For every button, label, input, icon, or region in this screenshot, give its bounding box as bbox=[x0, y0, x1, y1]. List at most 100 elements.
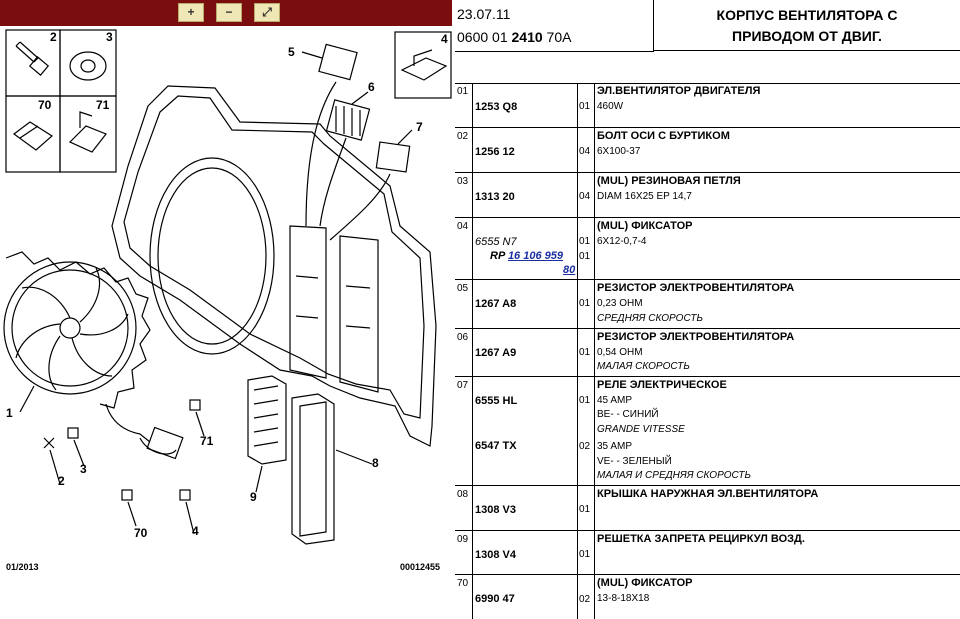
part-ref: 1256 12 bbox=[475, 146, 515, 158]
code-suffix: 70A bbox=[542, 29, 572, 45]
diagram-number: 00012455 bbox=[400, 562, 441, 572]
item-index: 07 bbox=[457, 380, 469, 391]
zoom-in-icon[interactable]: + bbox=[178, 3, 204, 22]
callout-5: 5 bbox=[288, 45, 295, 59]
part-detail-6: МАЛАЯ И СРЕДНЯЯ СКОРОСТЬ bbox=[597, 470, 752, 481]
callout-70: 70 bbox=[134, 526, 148, 540]
code-bold: 2410 bbox=[511, 29, 543, 45]
part-qty: 04 bbox=[579, 146, 591, 157]
item-index: 01 bbox=[457, 86, 469, 97]
table-row[interactable]: 07 6555 HL 01 РЕЛЕ ЭЛЕКТРИЧЕСКОЕ 45 AMP … bbox=[455, 377, 960, 486]
part-ref-2: 6547 TX bbox=[475, 440, 517, 452]
part-ref: 6555 HL bbox=[475, 395, 518, 407]
part-qty: 01 bbox=[579, 236, 591, 247]
part-ref: 1308 V4 bbox=[475, 549, 516, 561]
diagram-date: 01/2013 bbox=[6, 562, 39, 572]
part-name: ЭЛ.ВЕНТИЛЯТОР ДВИГАТЕЛЯ bbox=[597, 85, 761, 97]
page-title: КОРПУС ВЕНТИЛЯТОРА С ПРИВОДОМ ОТ ДВИГ. bbox=[654, 0, 960, 51]
item-index: 70 bbox=[457, 578, 469, 589]
item-index: 08 bbox=[457, 489, 469, 500]
callout-6: 6 bbox=[368, 80, 375, 94]
parts-table: 23.07.11 0600 01 2410 70A КОРПУС ВЕНТИЛЯ… bbox=[455, 0, 960, 619]
replacement-link-suffix[interactable]: 80 bbox=[563, 264, 576, 276]
callout-9: 9 bbox=[250, 490, 257, 504]
part-qty: 01 bbox=[579, 347, 591, 358]
callout-3: 3 bbox=[80, 462, 87, 476]
part-name: КРЫШКА НАРУЖНАЯ ЭЛ.ВЕНТИЛЯТОРА bbox=[597, 488, 819, 500]
item-index: 05 bbox=[457, 283, 469, 294]
callout-2-thumb: 2 bbox=[50, 30, 57, 44]
part-ref: 1267 A8 bbox=[475, 298, 517, 310]
table-row[interactable]: 04 6555 N7 01 (MUL) ФИКСАТОР 6X12-0,7-4 … bbox=[455, 218, 960, 280]
callout-8: 8 bbox=[372, 456, 379, 470]
part-ref: 1267 A9 bbox=[475, 347, 517, 359]
callout-3-thumb: 3 bbox=[106, 30, 113, 44]
table-row[interactable]: 03 1313 20 04 (MUL) РЕЗИНОВАЯ ПЕТЛЯ DIAM… bbox=[455, 173, 960, 218]
part-name: БОЛТ ОСИ С БУРТИКОМ bbox=[597, 130, 730, 142]
part-ref: 6555 N7 bbox=[475, 236, 517, 248]
part-detail: 6X12-0,7-4 bbox=[597, 236, 647, 247]
part-detail-2: СРЕДНЯЯ СКОРОСТЬ bbox=[597, 313, 703, 324]
part-detail-2: BE- - СИНИЙ bbox=[597, 409, 659, 420]
zoom-out-icon[interactable]: − bbox=[216, 3, 242, 22]
item-index: 04 bbox=[457, 221, 469, 232]
table-row[interactable]: 05 1267 A8 01 РЕЗИСТОР ЭЛЕКТРОВЕНТИЛЯТОР… bbox=[455, 280, 960, 329]
table-row[interactable]: 01 1253 Q8 01 ЭЛ.ВЕНТИЛЯТОР ДВИГАТЕЛЯ 46… bbox=[455, 83, 960, 128]
part-name: РЕЗИСТОР ЭЛЕКТРОВЕНТИЛЯТОРА bbox=[597, 331, 795, 343]
callout-71: 71 bbox=[200, 434, 214, 448]
callout-4-thumb: 4 bbox=[441, 32, 448, 46]
table-row[interactable]: 09 1308 V4 01 РЕШЕТКА ЗАПРЕТА РЕЦИРКУЛ В… bbox=[455, 531, 960, 575]
table-row[interactable]: 08 1308 V3 01 КРЫШКА НАРУЖНАЯ ЭЛ.ВЕНТИЛЯ… bbox=[455, 486, 960, 531]
part-qty: 01 bbox=[579, 298, 591, 309]
part-qty: 01 bbox=[579, 101, 591, 112]
header-date: 23.07.11 bbox=[457, 6, 511, 22]
table-row[interactable]: 06 1267 A9 01 РЕЗИСТОР ЭЛЕКТРОВЕНТИЛЯТОР… bbox=[455, 329, 960, 377]
thumb-clip-4 bbox=[394, 31, 452, 99]
replacement-ref: RP 16 106 959 bbox=[490, 250, 563, 262]
callout-7: 7 bbox=[416, 120, 423, 134]
title-line-1: КОРПУС ВЕНТИЛЯТОРА С bbox=[716, 7, 898, 23]
part-detail: 45 AMP bbox=[597, 395, 633, 406]
replacement-link-cont[interactable]: 80 bbox=[563, 264, 575, 276]
part-ref: 1308 V3 bbox=[475, 504, 516, 516]
item-index: 03 bbox=[457, 176, 469, 187]
part-qty-2: 01 bbox=[579, 251, 591, 262]
part-name: (MUL) ФИКСАТОР bbox=[597, 220, 693, 232]
table-row[interactable]: 70 6990 47 02 (MUL) ФИКСАТОР 13-8-18X18 bbox=[455, 575, 960, 619]
callout-1: 1 bbox=[6, 406, 13, 420]
part-qty: 02 bbox=[579, 594, 591, 605]
part-detail-5: VE- - ЗЕЛЕНЫЙ bbox=[597, 456, 672, 467]
rp-label: RP bbox=[490, 250, 505, 262]
zoom-fit-icon[interactable]: ⤢ bbox=[254, 3, 280, 22]
header-info: 23.07.11 0600 01 2410 70A bbox=[455, 0, 654, 52]
callout-71-thumb: 71 bbox=[96, 98, 110, 112]
table-row[interactable]: 02 1256 12 04 БОЛТ ОСИ С БУРТИКОМ 6X100-… bbox=[455, 128, 960, 173]
part-detail-4: 35 AMP bbox=[597, 441, 633, 452]
part-detail: 6X100-37 bbox=[597, 146, 641, 157]
part-qty: 01 bbox=[579, 549, 591, 560]
fan-assembly-drawing bbox=[3, 29, 452, 545]
part-detail: 0,23 ОНМ bbox=[597, 298, 643, 309]
part-ref: 6990 47 bbox=[475, 593, 515, 605]
part-detail: DIAM 16X25 EP 14,7 bbox=[597, 191, 692, 202]
code-prefix: 0600 01 bbox=[457, 29, 512, 45]
part-detail-2: МАЛАЯ СКОРОСТЬ bbox=[597, 361, 690, 372]
header-code: 0600 01 2410 70A bbox=[457, 29, 571, 45]
part-detail-3: GRANDE VITESSE bbox=[597, 424, 685, 435]
col-divider-2 bbox=[577, 83, 578, 619]
part-qty: 01 bbox=[579, 504, 591, 515]
zoom-toolbar: + − ⤢ bbox=[0, 0, 452, 26]
part-name: РЕШЕТКА ЗАПРЕТА РЕЦИРКУЛ ВОЗД. bbox=[597, 533, 805, 545]
part-name: (MUL) РЕЗИНОВАЯ ПЕТЛЯ bbox=[597, 175, 741, 187]
col-divider-3 bbox=[594, 83, 595, 619]
part-detail: 0,54 ОНМ bbox=[597, 347, 643, 358]
callout-70-thumb: 70 bbox=[38, 98, 52, 112]
header-spacer bbox=[455, 52, 960, 84]
thumb-clip-71 bbox=[59, 95, 117, 173]
replacement-link[interactable]: 16 106 959 bbox=[507, 250, 563, 262]
part-name: (MUL) ФИКСАТОР bbox=[597, 577, 693, 589]
part-ref: 1313 20 bbox=[475, 191, 515, 203]
part-ref: 1253 Q8 bbox=[475, 101, 518, 113]
col-divider-1 bbox=[472, 83, 473, 619]
item-index: 06 bbox=[457, 332, 469, 343]
